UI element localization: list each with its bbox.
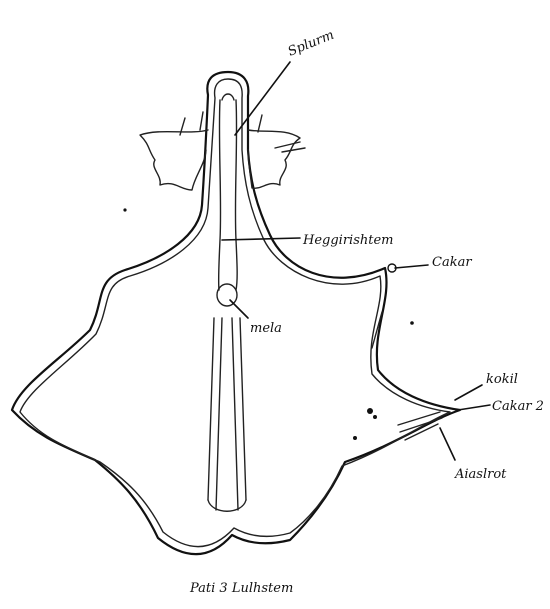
label-middle: Heggirishtem xyxy=(302,233,394,248)
upper-frills xyxy=(140,112,305,190)
label-right-lower-2: Cakar 2 xyxy=(492,399,544,414)
label-right-upper: Cakar xyxy=(432,255,472,270)
central-vein xyxy=(208,94,246,511)
label-center-small: mela xyxy=(250,321,282,336)
leader-top xyxy=(235,62,290,135)
leader-right-upper xyxy=(395,265,428,268)
diagram-caption: Pati 3 Lulhstem xyxy=(189,581,293,596)
mela-node xyxy=(217,284,237,306)
spot xyxy=(373,415,377,419)
spot xyxy=(353,436,357,440)
leader-right-lower-1 xyxy=(455,385,482,400)
label-right-lower-1: kokil xyxy=(486,372,518,387)
leader-right-lower-2 xyxy=(458,405,490,410)
leader-right-lower-3 xyxy=(440,428,455,460)
spot xyxy=(367,408,373,414)
spot xyxy=(123,208,126,211)
wing-details xyxy=(123,208,442,440)
label-top: Splurm xyxy=(286,28,336,60)
leader-middle xyxy=(222,238,300,240)
spot xyxy=(410,321,414,325)
label-right-lower-3: Aiaslrot xyxy=(454,467,507,482)
leader-center xyxy=(230,300,248,318)
